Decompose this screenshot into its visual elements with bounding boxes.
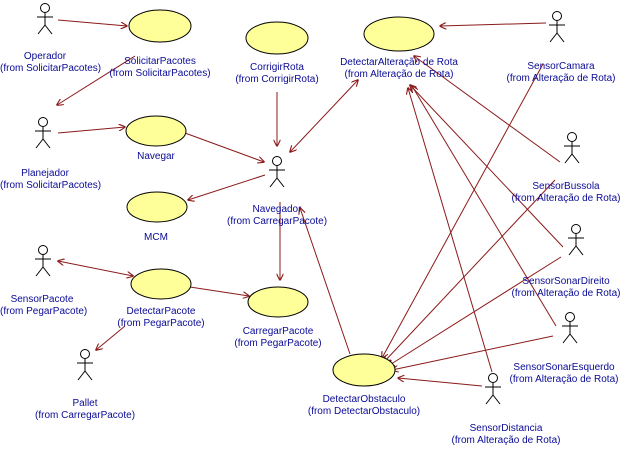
use-case-detectar-alteracao-rota-label: DetectarAlteração de Rota (from Alteraçã… xyxy=(319,57,479,81)
actor-operador-label: Operador (from SolicitarPacotes) xyxy=(0,51,102,75)
actor-sensor-pacote-figure[interactable] xyxy=(35,245,51,277)
actor-sensor-camara-figure[interactable] xyxy=(549,11,565,43)
actor-pallet-figure[interactable] xyxy=(77,349,93,381)
assoc-camara-detectar-alteracao xyxy=(440,23,547,26)
assoc-distancia-obstaculo xyxy=(398,378,483,387)
actor-sensor-bussola-figure[interactable] xyxy=(564,132,580,164)
use-case-navegar-label: Navegar xyxy=(126,151,186,163)
actor-sensor-bussola-label: SensorBussola (from Alteração de Rota) xyxy=(508,181,624,205)
actor-package: (from CarregarPacote) xyxy=(35,410,136,421)
actor-name: SensorSonarDireito xyxy=(522,276,610,287)
actor-planejador-figure[interactable] xyxy=(35,117,51,149)
use-case-name: DetectarAlteração de Rota xyxy=(340,57,458,68)
assoc-navegador-mcm xyxy=(188,174,266,200)
actor-name: SensorSonarEsquerdo xyxy=(513,362,615,373)
use-case-detectar-obstaculo-label: DetectarObstaculo (from DetectarObstacul… xyxy=(299,394,429,418)
use-case-detectar-pacote-shape[interactable] xyxy=(130,268,192,300)
actor-planejador-label: Planejador (from SolicitarPacotes) xyxy=(0,168,102,192)
assoc-detectar-carregar xyxy=(189,286,249,296)
assoc-operador-solicitar xyxy=(57,19,127,26)
assoc-distancia-detectar-alteracao xyxy=(408,88,493,373)
actor-package: (from Alteração de Rota) xyxy=(511,288,621,299)
assoc-navegar-navegador xyxy=(184,132,264,162)
assoc-sensorpacote-detectar xyxy=(58,261,133,276)
assoc-sonardir-detectar-alteracao xyxy=(410,85,564,248)
assoc-navegador-detectar-alteracao xyxy=(290,80,358,152)
use-case-package: (from SolicitarPacotes) xyxy=(109,68,211,79)
actor-package: (from SolicitarPacotes) xyxy=(0,63,102,74)
actor-sensor-sonar-direito-figure[interactable] xyxy=(568,224,584,256)
actor-sensor-pacote-label: SensorPacote (from PegarPacote) xyxy=(0,294,88,318)
use-case-corrigir-rota-shape[interactable] xyxy=(245,21,309,55)
use-case-shapes xyxy=(125,9,435,387)
use-case-package: (from PegarPacote) xyxy=(234,338,322,349)
associations xyxy=(57,19,564,387)
use-case-mcm-label: MCM xyxy=(126,232,186,244)
actor-package: (from Alteração de Rota) xyxy=(451,435,561,446)
assoc-camara-obstaculo xyxy=(382,63,544,358)
use-case-name: DetectarObstaculo xyxy=(322,394,406,405)
assoc-sonaresq-detectar-alteracao xyxy=(412,86,557,327)
use-case-name: CorrigirRota xyxy=(250,62,304,73)
actor-sensor-sonar-direito-label: SensorSonarDireito (from Alteração de Ro… xyxy=(508,276,624,300)
assoc-solicitar-planejador xyxy=(57,55,136,105)
use-case-detectar-pacote-label: DetectarPacote (from PegarPacote) xyxy=(106,306,216,330)
assoc-bussola-detectar-alteracao xyxy=(414,56,561,163)
actor-sensor-sonar-esquerdo-label: SensorSonarEsquerdo (from Alteração de R… xyxy=(506,362,622,386)
actor-package: (from CarregarPacote) xyxy=(227,216,328,227)
actor-name: SensorPacote xyxy=(10,294,74,305)
use-case-carregar-pacote-shape[interactable] xyxy=(247,286,309,318)
assoc-sonaresq-obstaculo xyxy=(392,335,554,370)
actor-sensor-camara-label: SensorCamara (from Alteração de Rota) xyxy=(503,61,619,85)
use-case-package: (from DetectarObstaculo) xyxy=(307,406,421,417)
actor-sensor-distancia-figure[interactable] xyxy=(485,373,501,405)
actor-navegador-label: Navegador (from CarregarPacote) xyxy=(227,204,327,228)
actor-name: Operador xyxy=(23,51,67,62)
use-case-package: (from CorrigirRota) xyxy=(235,74,319,85)
actor-package: (from PegarPacote) xyxy=(0,306,88,317)
actor-name: SensorBussola xyxy=(532,181,600,192)
actor-name: Pallet xyxy=(72,398,98,409)
use-case-detectar-alteracao-rota-shape[interactable] xyxy=(363,16,435,52)
actor-operador-figure[interactable] xyxy=(37,3,53,35)
actor-package: (from Alteração de Rota) xyxy=(506,73,616,84)
actor-name: Planejador xyxy=(21,168,69,179)
actor-package: (from Alteração de Rota) xyxy=(509,374,619,385)
assoc-sonardir-obstaculo xyxy=(388,256,562,366)
actor-name: SensorDistancia xyxy=(469,423,543,434)
use-case-detectar-obstaculo-shape[interactable] xyxy=(332,353,396,387)
use-case-name: CarregarPacote xyxy=(242,326,314,337)
use-case-package: (from PegarPacote) xyxy=(117,318,205,329)
use-case-name: SolicitarPacotes xyxy=(124,56,196,67)
actor-pallet-label: Pallet (from CarregarPacote) xyxy=(35,398,135,422)
use-case-name: MCM xyxy=(144,232,168,243)
actor-package: (from Alteração de Rota) xyxy=(511,193,621,204)
actor-sensor-distancia-label: SensorDistancia (from Alteração de Rota) xyxy=(446,423,566,447)
use-case-navegar-shape[interactable] xyxy=(125,115,187,147)
use-case-corrigir-rota-label: CorrigirRota (from CorrigirRota) xyxy=(232,62,322,86)
actor-name: Navegador xyxy=(252,204,302,215)
use-case-name: Navegar xyxy=(137,151,175,162)
assoc-bussola-obstaculo xyxy=(384,179,556,362)
assoc-obstaculo-navegador xyxy=(300,208,351,355)
actor-name: SensorCamara xyxy=(527,61,595,72)
actor-navegador-figure[interactable] xyxy=(269,156,285,188)
use-case-solicitar-pacotes-label: SolicitarPacotes (from SolicitarPacotes) xyxy=(105,56,215,80)
use-case-solicitar-pacotes-shape[interactable] xyxy=(128,9,192,43)
actor-package: (from SolicitarPacotes) xyxy=(0,180,102,191)
use-case-mcm-shape[interactable] xyxy=(126,191,188,223)
assoc-detectar-pallet xyxy=(96,325,126,350)
use-case-name: DetectarPacote xyxy=(126,306,196,317)
use-case-package: (from Alteração de Rota) xyxy=(344,69,454,80)
actor-sensor-sonar-esquerdo-figure[interactable] xyxy=(562,312,578,344)
use-case-carregar-pacote-label: CarregarPacote (from PegarPacote) xyxy=(223,326,333,350)
assoc-planejador-navegar xyxy=(57,127,125,134)
actor-figures xyxy=(35,3,584,405)
